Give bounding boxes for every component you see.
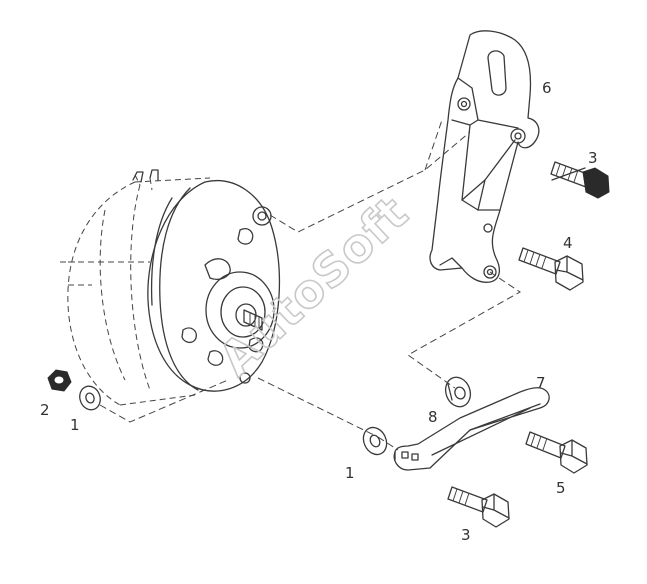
callout-4: 4 (563, 234, 573, 252)
callout-labels: 1 2 1 3 3 4 5 6 7 8 (40, 79, 598, 544)
callout-1-left: 1 (70, 416, 80, 434)
washer-lower (362, 426, 388, 456)
washer-left (79, 385, 101, 411)
bolt-upper (550, 161, 610, 199)
callout-1-lower: 1 (345, 464, 355, 482)
hex-nut (47, 369, 72, 392)
callout-7: 7 (536, 374, 546, 392)
mounting-bracket (429, 30, 540, 283)
adjusting-arm (393, 387, 550, 471)
watermark-text: AutoSoft (209, 185, 419, 386)
callout-5: 5 (556, 479, 566, 497)
bolt-arm (525, 431, 588, 474)
assembly-lines (99, 119, 521, 451)
callout-6: 6 (542, 79, 552, 97)
alternator (60, 169, 281, 406)
callout-3-upper: 3 (588, 149, 598, 167)
callout-8: 8 (428, 408, 438, 426)
spacer (444, 376, 472, 408)
bolt-middle (518, 247, 584, 291)
callout-2: 2 (40, 401, 50, 419)
callout-3-lower: 3 (461, 526, 471, 544)
bolt-lower (447, 486, 510, 528)
